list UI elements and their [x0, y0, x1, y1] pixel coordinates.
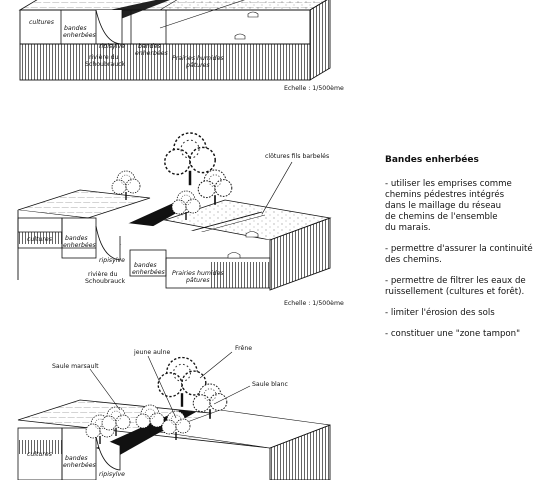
panel-item-4: - limiter l'érosion des sols: [385, 308, 495, 318]
d2-label-clotures: clôtures fils barbelés: [265, 152, 329, 160]
block-diagram-3: Frêne jeune aulne Saule marsault Saule b…: [17, 344, 331, 480]
d3-label-cultures: cultures: [27, 450, 53, 458]
d3-label-saule-blanc: Saule blanc: [252, 381, 288, 388]
d1-label-ripisylve: ripisylve: [99, 43, 125, 50]
d3-label-jeune-aulne: jeune aulne: [133, 349, 170, 356]
panel-item-1: - utiliser les emprises comme chemins pé…: [385, 179, 512, 233]
d2-scale: Echelle : 1/500ème: [284, 299, 344, 307]
d2-label-cultures: cultures: [27, 235, 53, 243]
d3-label-ripisylve: ripisylve: [99, 471, 125, 478]
panel-item-2: - permettre d'assurer la continuité des …: [385, 244, 533, 265]
d2-label-ripisylve: ripisylve: [99, 257, 125, 264]
panel-item-5: - constituer une "zone tampon": [385, 329, 521, 339]
d3-label-frene: Frêne: [235, 344, 252, 352]
d1-label-cultures: cultures: [29, 18, 55, 26]
d1-scale: Echelle : 1/500ème: [284, 84, 344, 92]
panel-item-3: - permettre de filtrer les eaux de ruiss…: [385, 276, 526, 297]
panel-title: Bandes enherbées: [385, 155, 479, 165]
d3-label-saule-marsault: Saule marsault: [52, 363, 99, 370]
bandes-enherbees-panel: Bandes enherbées - utiliser les emprises…: [385, 155, 545, 350]
